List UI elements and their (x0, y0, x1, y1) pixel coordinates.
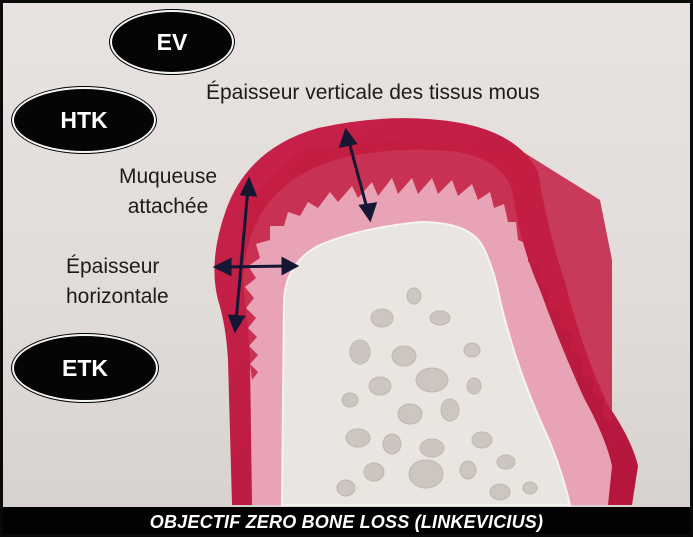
horizontal-thickness-label-line1: Épaisseur (66, 252, 169, 282)
horizontal-thickness-label-line2: horizontale (66, 282, 169, 312)
horizontal-thickness-arrow (224, 266, 290, 267)
vertical-thickness-label: Épaisseur verticale des tissus mous (206, 78, 540, 108)
htk-badge: HTK (12, 87, 156, 153)
figure-caption: OBJECTIF ZERO BONE LOSS (LINKEVICIUS) (0, 507, 693, 537)
attached-mucosa-label-line1: Muqueuse (109, 162, 227, 192)
attached-mucosa-label: Muqueuse attachée (109, 162, 227, 222)
horizontal-thickness-label: Épaisseur horizontale (66, 252, 169, 312)
attached-mucosa-label-line2: attachée (109, 192, 227, 222)
etk-badge: ETK (12, 334, 158, 402)
ev-badge: EV (110, 10, 234, 74)
